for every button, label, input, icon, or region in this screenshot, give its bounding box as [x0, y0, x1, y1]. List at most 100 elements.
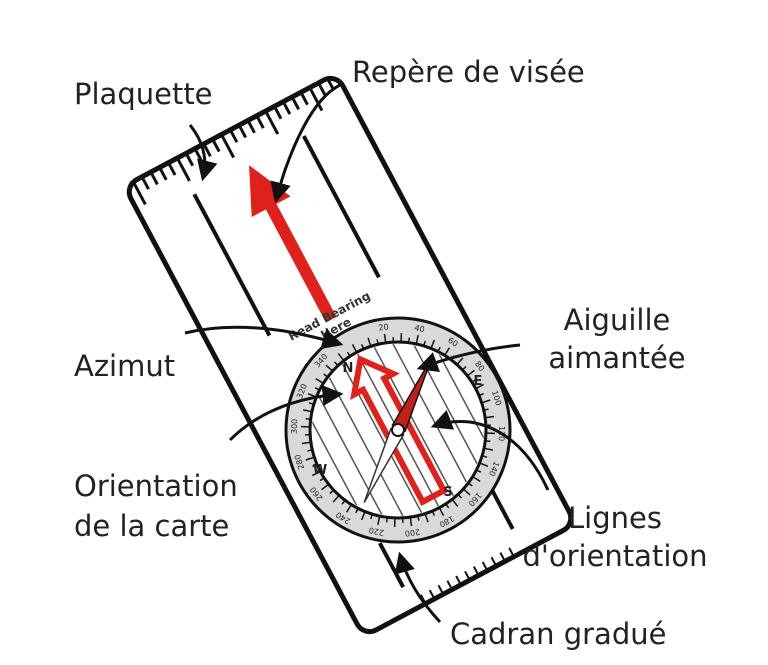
bezel-tick	[325, 364, 334, 372]
bezel-degree-label: 300	[290, 419, 300, 435]
bezel-tick	[315, 377, 324, 385]
ruler-tick	[299, 91, 309, 106]
bezel-tick	[337, 353, 345, 362]
bezel-tick	[301, 441, 311, 445]
bezel-tick	[478, 392, 484, 397]
ruler-tick	[255, 115, 265, 129]
ruler-tick	[184, 152, 195, 167]
plate-line-right	[302, 135, 381, 279]
bezel-tick	[360, 511, 366, 521]
bezel-degree-label: 20	[378, 322, 389, 332]
label-cadran-gradue: Cadran gradué	[450, 617, 667, 651]
bezel-tick	[377, 515, 381, 526]
label-aiguille-line1: Aiguille	[563, 303, 671, 337]
plate-line-bottom-right	[487, 483, 515, 530]
bezel-tick	[312, 463, 318, 468]
bezel-tick	[467, 482, 473, 487]
bezel-tick	[308, 402, 315, 405]
leader-repere	[270, 83, 341, 204]
bezel-tick	[457, 493, 462, 499]
ruler-tick	[202, 143, 212, 157]
bezel-tick	[383, 333, 387, 343]
label-lignes-line1: Lignes	[568, 501, 662, 535]
cardinal-e: E	[474, 374, 483, 389]
bezel-tick	[451, 498, 459, 507]
leader-lignes	[430, 410, 550, 491]
bezel-degree-label: 280	[293, 453, 306, 470]
bottom-tick	[446, 580, 453, 591]
bezel-tick	[367, 337, 372, 347]
bezel-tick	[334, 361, 339, 367]
ruler-tick	[281, 100, 292, 115]
bezel-tick	[483, 447, 494, 451]
bezel-degree-label: 200	[404, 527, 420, 538]
bottom-tick	[499, 552, 506, 562]
bezel-tick	[483, 408, 489, 411]
bezel-tick	[481, 399, 491, 404]
ruler-tick	[175, 157, 191, 182]
bezel-tick	[307, 449, 313, 452]
bezel-tick	[415, 334, 419, 345]
bezel-tick	[431, 510, 436, 516]
cardinal-s: S	[443, 485, 452, 500]
bezel-tick	[360, 344, 365, 350]
bottom-tick	[508, 547, 515, 558]
orienting-arrow	[350, 355, 448, 506]
ruler-tick	[131, 180, 147, 206]
ruler-tick	[140, 176, 150, 190]
bezel-degree-label: 40	[414, 323, 426, 334]
ruler-tick	[211, 138, 221, 153]
ruler-tick	[290, 96, 300, 111]
ruler-tick	[220, 133, 235, 159]
leader-cadran	[394, 551, 442, 624]
plate-line-left	[192, 193, 272, 337]
bezel-tick	[481, 455, 488, 458]
bezel-tick	[417, 515, 420, 521]
bezel-tick	[476, 469, 482, 473]
bezel-tick	[302, 409, 313, 413]
ruler-tick	[149, 171, 159, 186]
ruler-tick	[308, 86, 324, 112]
bezel-degree-label: 220	[368, 525, 385, 537]
cardinal-w: W	[313, 463, 327, 478]
bezel-tick	[305, 417, 311, 421]
direction-arrow-head	[249, 165, 291, 217]
bezel-tick	[312, 470, 321, 477]
label-orientation-line1: Orientation	[74, 469, 238, 503]
bezel-tick	[472, 475, 481, 483]
direction-of-travel-arrow	[262, 197, 337, 323]
ruler-tick	[264, 110, 280, 135]
orientation-line	[366, 332, 462, 511]
ruler-ticks	[131, 77, 336, 206]
bezel-tick	[409, 517, 413, 527]
bezel-tick	[438, 507, 445, 516]
leader-orientation-carte	[228, 385, 344, 442]
bezel-tick	[485, 439, 491, 443]
bottom-tick	[437, 584, 445, 595]
ruler-tick	[317, 82, 327, 96]
bezel-tick	[445, 503, 450, 509]
needle-pivot	[391, 423, 405, 437]
bezel-tick	[466, 369, 475, 377]
ruler-tick	[158, 166, 168, 181]
bezel-tick	[479, 462, 489, 468]
bottom-tick	[472, 566, 480, 576]
bezel-tick	[376, 339, 379, 345]
bezel-tick	[430, 339, 436, 349]
bottom-tick	[464, 570, 471, 581]
bezel-tick	[351, 344, 358, 353]
bottom-tick	[428, 589, 436, 600]
bezel-tick	[346, 351, 351, 357]
bezel-tick	[332, 494, 340, 503]
leader-plaquette	[188, 124, 218, 182]
ruler-tick	[237, 124, 248, 139]
bezel-tick	[329, 489, 335, 494]
label-plaquette: Plaquette	[74, 77, 213, 111]
bezel-tick	[471, 378, 477, 383]
ruler-tick	[228, 129, 239, 143]
orientation-line	[382, 324, 478, 502]
bezel-tick	[462, 488, 471, 496]
bezel-tick	[461, 366, 467, 371]
bezel-tick	[345, 504, 353, 513]
